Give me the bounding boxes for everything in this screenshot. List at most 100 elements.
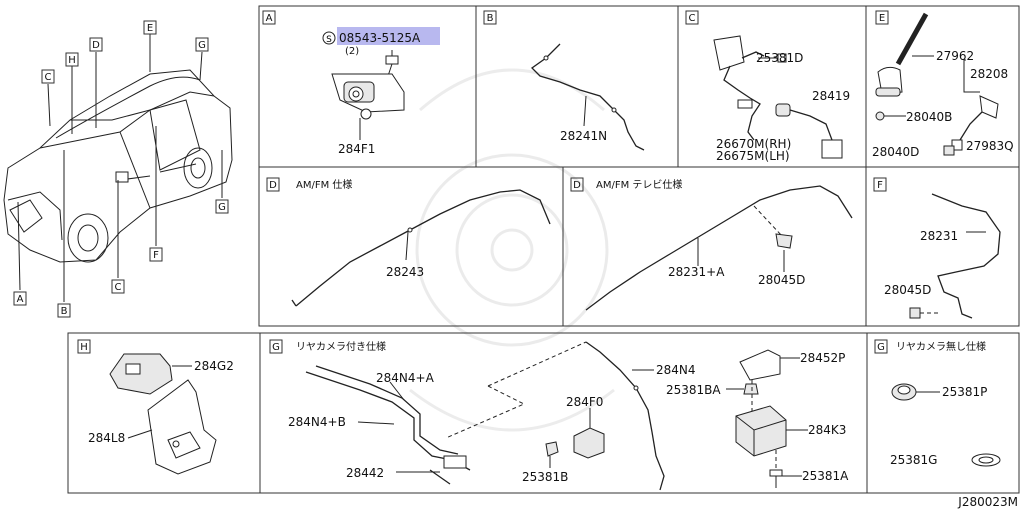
- svg-text:D: D: [269, 180, 277, 191]
- part-number-08543-5125a[interactable]: 08543-5125A: [339, 31, 421, 45]
- plug-icon: [891, 383, 917, 401]
- part-number-284g2[interactable]: 284G2: [194, 359, 234, 373]
- part-number-28241n[interactable]: 28241N: [560, 129, 607, 143]
- part-number-27983q[interactable]: 27983Q: [966, 139, 1014, 153]
- car-illustration: [3, 69, 233, 263]
- callout-c-bottom: C: [111, 279, 125, 294]
- camera-unit-icon: [735, 405, 787, 457]
- callout-b: B: [57, 303, 71, 318]
- part-number-28231[interactable]: 28231: [920, 229, 958, 243]
- part-number-28452p[interactable]: 28452P: [800, 351, 845, 365]
- part-number-28045d[interactable]: 28045D: [758, 273, 805, 287]
- part-number-28045d[interactable]: 28045D: [884, 283, 931, 297]
- svg-text:G: G: [272, 342, 280, 353]
- part-number-28243[interactable]: 28243: [386, 265, 424, 279]
- harness-cable: [530, 43, 645, 151]
- part-number-26670m-rh[interactable]: 26670M(RH): [716, 137, 791, 151]
- bolt-icon: [758, 53, 787, 63]
- camera-housing-icon: [109, 353, 173, 395]
- svg-text:F: F: [877, 180, 883, 191]
- panel-a: A S 08543-5125A (2) 284F1: [262, 10, 440, 156]
- part-number-28442[interactable]: 28442: [346, 466, 384, 480]
- part-number-25381ba[interactable]: 25381BA: [666, 383, 721, 397]
- svg-text:C: C: [689, 13, 696, 24]
- callout-e: E: [143, 20, 157, 35]
- spec-label: リヤカメラ無し仕様: [896, 340, 986, 353]
- nut-icon: [875, 111, 885, 121]
- camera-module-icon: [573, 427, 605, 459]
- part-number-28419[interactable]: 28419: [812, 89, 850, 103]
- svg-text:E: E: [879, 13, 885, 24]
- antenna-cable: [931, 193, 1001, 319]
- camera-unit-icon: [331, 73, 405, 120]
- part-number-28040d[interactable]: 28040D: [872, 145, 919, 159]
- part-number-284n4[interactable]: 284N4: [656, 363, 696, 377]
- part-number-284k3[interactable]: 284K3: [808, 423, 846, 437]
- svg-text:G: G: [198, 40, 206, 51]
- part-number-25381d[interactable]: 25381D: [756, 51, 803, 65]
- clip-icon: [909, 307, 940, 319]
- antenna-cable: [295, 189, 551, 307]
- callout-g-bottom: G: [215, 199, 229, 214]
- part-number-284f1[interactable]: 284F1: [338, 142, 375, 156]
- clip-icon: [775, 233, 793, 249]
- part-number-27962[interactable]: 27962: [936, 49, 974, 63]
- mount-bracket-icon: [739, 349, 781, 381]
- bracket-icon: [147, 379, 217, 475]
- part-number-25381a[interactable]: 25381A: [802, 469, 849, 483]
- callout-f: F: [149, 247, 163, 262]
- callout-g-top: G: [195, 37, 209, 52]
- bolt-icon: [943, 145, 955, 156]
- relay-icon: [775, 103, 843, 159]
- dashed-guide: [487, 341, 587, 387]
- panel-f: F 28231 28045D: [873, 177, 1001, 319]
- part-number-28231-a[interactable]: 28231+A: [668, 265, 725, 279]
- garnish-harness-icon: [305, 365, 471, 485]
- panel-d-amfm: D AM/FM 仕様 28243: [266, 177, 551, 307]
- part-number-28208[interactable]: 28208: [970, 67, 1008, 81]
- panel-g-rear-camera: G リヤカメラ付き仕様 284N4+A 284N4+B 28442 284N4 …: [269, 339, 849, 491]
- part-number-284n4-b[interactable]: 284N4+B: [288, 415, 346, 429]
- car-overview: C H D E G A B C F G: [3, 20, 233, 318]
- nut-icon: [743, 383, 759, 395]
- callout-a: A: [13, 291, 27, 306]
- callout-c-top: C: [41, 69, 55, 84]
- panel-e: E 27962 28040B 28208 28040D 27983Q: [872, 10, 1014, 159]
- panel-c: C 25381D 28419 26670M(RH) 26675M(LH): [685, 10, 850, 163]
- leader-line-c: [47, 83, 51, 127]
- panel-g-no-rear-camera: G リヤカメラ無し仕様 25381P 25381G: [874, 339, 1001, 467]
- part-number-25381g[interactable]: 25381G: [890, 453, 937, 467]
- camera-harness-cable: [585, 341, 665, 491]
- panel-h: H 284G2 284L8: [77, 339, 234, 475]
- svg-text:H: H: [80, 342, 88, 353]
- antenna-base-icon: [875, 66, 903, 97]
- svg-text:G: G: [877, 342, 885, 353]
- leader-line-a: [17, 201, 21, 291]
- part-number-284f0[interactable]: 284F0: [566, 395, 603, 409]
- diagram-code: J280023M: [957, 495, 1018, 509]
- svg-text:B: B: [61, 306, 68, 317]
- leader-line-g-top: [199, 51, 203, 81]
- svg-text:F: F: [153, 250, 159, 261]
- bolt-icon: [769, 469, 783, 488]
- spec-label: リヤカメラ付き仕様: [296, 340, 386, 353]
- part-number-284n4-a[interactable]: 284N4+A: [376, 371, 435, 385]
- callout-d: D: [89, 37, 103, 52]
- callout-h: H: [65, 52, 79, 67]
- svg-text:G: G: [218, 202, 226, 213]
- svg-text:B: B: [487, 13, 494, 24]
- part-number-284l8[interactable]: 284L8: [88, 431, 125, 445]
- part-number-28040b[interactable]: 28040B: [906, 110, 952, 124]
- highlighted-part-number: [337, 27, 440, 45]
- svg-text:C: C: [45, 72, 52, 83]
- panel-b: B 28241N: [483, 10, 645, 151]
- part-number-26675m-lh[interactable]: 26675M(LH): [716, 149, 790, 163]
- part-number-25381b[interactable]: 25381B: [522, 470, 568, 484]
- spec-label: AM/FM 仕様: [296, 178, 352, 191]
- sensor-cluster-icon: [713, 35, 765, 141]
- svg-text:D: D: [92, 40, 100, 51]
- grommet-icon: [545, 441, 559, 457]
- svg-text:E: E: [147, 23, 153, 34]
- part-number-25381p[interactable]: 25381P: [942, 385, 987, 399]
